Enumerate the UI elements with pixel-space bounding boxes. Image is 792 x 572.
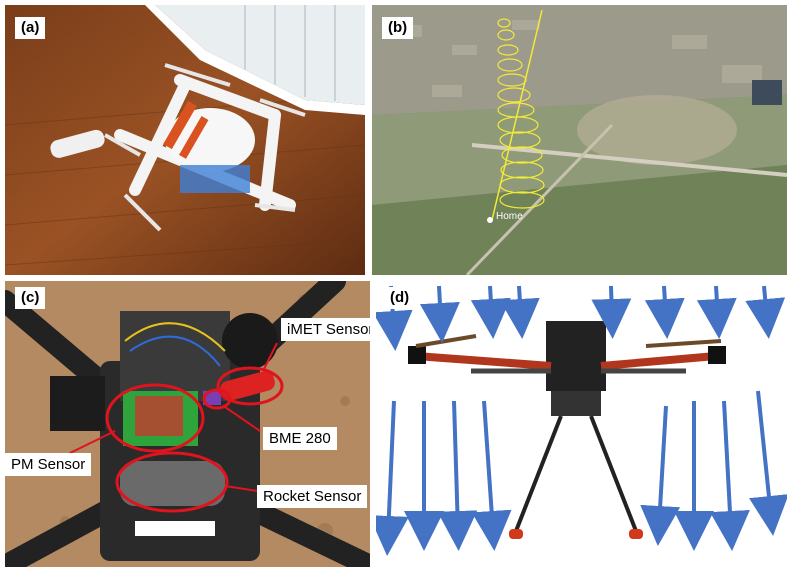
rocket-sensor-callout: Rocket Sensor [257, 485, 368, 508]
panel-a-drone-photo: (a) [5, 5, 365, 275]
spiral-flight-path [497, 18, 545, 209]
panel-a-label: (a) [15, 17, 46, 39]
panel-b-image [372, 5, 787, 275]
pm-sensor-callout: PM Sensor [5, 453, 92, 476]
panel-b-label: (b) [382, 17, 414, 39]
panel-c-label: (c) [15, 287, 46, 309]
home-marker-icon [487, 217, 493, 223]
panel-d-drone-airflow: (d) [376, 281, 787, 567]
sensor-highlight-ellipses [105, 366, 284, 513]
bme280-callout: BME 280 [263, 427, 337, 450]
panel-c-sensor-payload-photo: (c) iMET Sensor BME 280 PM Sensor Rocket… [5, 281, 370, 567]
drone-silhouette [408, 321, 726, 539]
home-label: Home [496, 211, 523, 222]
panel-d-label: (d) [384, 287, 416, 309]
panel-a-image [5, 5, 365, 275]
panel-c-image [5, 281, 370, 567]
quadcopter-drawing [50, 63, 306, 232]
panel-d-image [376, 281, 787, 567]
imet-sensor-callout: iMET Sensor [281, 318, 370, 341]
panel-b-flight-path-map: (b) Home [372, 5, 787, 275]
